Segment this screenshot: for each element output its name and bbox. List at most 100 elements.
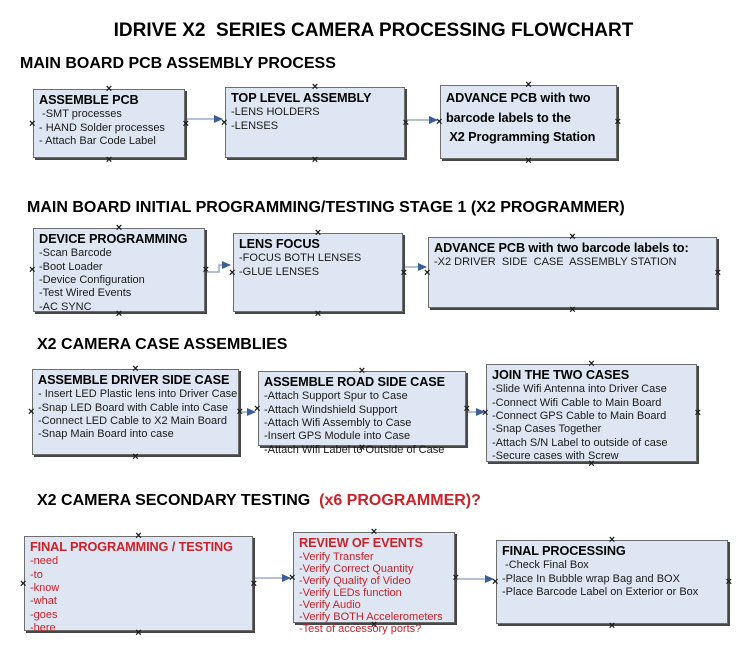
connection-handle[interactable]: × bbox=[400, 266, 407, 279]
connection-handle[interactable]: × bbox=[482, 407, 489, 419]
box-title: JOIN THE TWO CASES bbox=[492, 368, 630, 382]
connection-handle[interactable]: × bbox=[202, 264, 209, 276]
connection-handle[interactable]: × bbox=[254, 402, 261, 415]
connection-handle[interactable]: × bbox=[182, 117, 189, 130]
connection-handle[interactable]: × bbox=[229, 266, 236, 279]
connection-handle[interactable]: × bbox=[115, 222, 123, 234]
connection-handle[interactable]: × bbox=[105, 154, 113, 166]
connection-handle[interactable]: × bbox=[135, 530, 142, 542]
box-lens-focus[interactable]: LENS FOCUS -FOCUS BOTH LENSES-GLUE LENSE… bbox=[229, 228, 407, 320]
connection-handle[interactable]: × bbox=[370, 526, 378, 538]
section-heading-secondary-testing-red: (x6 PROGRAMMER)? bbox=[319, 492, 481, 509]
box-item: -SMT processes bbox=[39, 108, 122, 121]
box-items: -X2 DRIVER SIDE CASE ASSEMBLY STATION bbox=[434, 256, 711, 269]
box-item: -Insert GPS Module into Case bbox=[264, 430, 411, 443]
connection-handle[interactable]: × bbox=[132, 363, 139, 375]
connection-handle[interactable]: × bbox=[614, 116, 621, 128]
connection-handle[interactable]: × bbox=[314, 227, 322, 239]
section-heading-secondary-testing-black: X2 CAMERA SECONDARY TESTING bbox=[37, 492, 320, 509]
connection-handle[interactable]: × bbox=[289, 571, 296, 584]
box-item: -Test Wired Events bbox=[39, 287, 132, 300]
box-review-of-events[interactable]: REVIEW OF EVENTS -Verify Transfer-Verify… bbox=[289, 527, 459, 636]
box-advance-pcb-programming-station[interactable]: ADVANCE PCB with two barcode labels to t… bbox=[436, 80, 621, 167]
box-item: -Connect GPS Cable to Main Board bbox=[492, 410, 667, 423]
connection-handle[interactable]: × bbox=[569, 304, 576, 316]
section-heading-initial-programming: MAIN BOARD INITIAL PROGRAMMING/TESTING S… bbox=[27, 199, 625, 216]
box-item: -Secure cases with Screw bbox=[492, 450, 619, 463]
box-title: DEVICE PROGRAMMING bbox=[39, 232, 188, 246]
connection-handle[interactable]: × bbox=[569, 231, 576, 243]
connection-handle[interactable]: × bbox=[358, 365, 366, 377]
box-item: -goes bbox=[30, 608, 58, 621]
connection-handle[interactable]: × bbox=[608, 534, 616, 546]
box-items: -Attach Support Spur to Case-Attach Wind… bbox=[264, 390, 460, 457]
connection-handle[interactable]: × bbox=[115, 308, 123, 320]
connection-handle[interactable]: × bbox=[105, 83, 113, 95]
connection-handle[interactable]: × bbox=[311, 154, 319, 166]
connection-handle[interactable]: × bbox=[608, 620, 616, 632]
connection-handle[interactable]: × bbox=[132, 451, 139, 463]
connection-handle[interactable]: × bbox=[588, 458, 595, 470]
box-item: - Attach Bar Code Label bbox=[39, 135, 156, 148]
connection-handle[interactable]: × bbox=[370, 619, 378, 631]
box-items: -Scan Barcode-Boot Loader-Device Configu… bbox=[39, 247, 199, 314]
box-title: TOP LEVEL ASSEMBLY bbox=[231, 91, 372, 105]
connection-handle[interactable]: × bbox=[29, 264, 36, 276]
box-item: -what bbox=[30, 595, 57, 608]
flow-arrow[interactable] bbox=[207, 261, 231, 273]
box-device-programming[interactable]: DEVICE PROGRAMMING -Scan Barcode-Boot Lo… bbox=[29, 223, 209, 320]
box-assemble-pcb[interactable]: ASSEMBLE PCB -SMT processes- HAND Solder… bbox=[29, 84, 189, 166]
box-title: FINAL PROCESSING bbox=[502, 544, 626, 558]
box-join-the-two-cases[interactable]: JOIN THE TWO CASES -Slide Wifi Antenna i… bbox=[482, 359, 701, 470]
connection-handle[interactable]: × bbox=[452, 571, 459, 584]
box-assemble-road-side-case[interactable]: ASSEMBLE ROAD SIDE CASE -Attach Support … bbox=[254, 366, 470, 456]
connection-handle[interactable]: × bbox=[424, 266, 431, 279]
connection-handle[interactable]: × bbox=[250, 577, 257, 590]
connection-handle[interactable]: × bbox=[135, 627, 142, 639]
box-item: -Attach S/N Label to outside of case bbox=[492, 436, 668, 449]
connection-handle[interactable]: × bbox=[29, 117, 36, 130]
box-items: -need-to-know-what-goes-here bbox=[30, 555, 247, 635]
connection-handle[interactable]: × bbox=[463, 402, 470, 415]
connection-handle[interactable]: × bbox=[28, 406, 35, 418]
connection-handle[interactable]: × bbox=[525, 155, 532, 167]
connection-handle[interactable]: × bbox=[492, 576, 499, 588]
box-title: LENS FOCUS bbox=[239, 237, 320, 251]
connection-handle[interactable]: × bbox=[436, 116, 443, 128]
box-item: -to bbox=[30, 568, 43, 581]
box-items: -Slide Wifi Antenna into Driver Case -Con… bbox=[492, 383, 691, 463]
box-assemble-driver-side-case[interactable]: ASSEMBLE DRIVER SIDE CASE - Insert LED P… bbox=[28, 364, 243, 463]
connection-handle[interactable]: × bbox=[402, 116, 409, 129]
box-item: -Attach Wifi Assembly to Case bbox=[264, 417, 412, 430]
box-item: -Verify LEDs function bbox=[299, 587, 402, 600]
box-item: -Snap Cases Together bbox=[492, 423, 602, 436]
box-item: -need bbox=[30, 555, 59, 568]
box-top-level-assembly[interactable]: TOP LEVEL ASSEMBLY -LENS HOLDERS-LENSES … bbox=[221, 82, 409, 166]
box-item: -Slide Wifi Antenna into Driver Case bbox=[492, 383, 667, 396]
box-item: -here bbox=[30, 622, 56, 635]
box-items: -SMT processes- HAND Solder processes- A… bbox=[39, 108, 179, 148]
connection-handle[interactable]: × bbox=[694, 407, 701, 419]
box-final-programming-testing[interactable]: FINAL PROGRAMMING / TESTING -need-to-kno… bbox=[20, 531, 257, 639]
connection-handle[interactable]: × bbox=[221, 116, 228, 129]
box-items: -FOCUS BOTH LENSES-GLUE LENSES bbox=[239, 252, 397, 279]
section-heading-secondary-testing: X2 CAMERA SECONDARY TESTING (x6 PROGRAMM… bbox=[37, 492, 481, 510]
connection-handle[interactable]: × bbox=[311, 81, 319, 93]
section-heading-pcb-assembly: MAIN BOARD PCB ASSEMBLY PROCESS bbox=[20, 55, 336, 72]
box-items: - Insert LED Plastic lens into Driver Ca… bbox=[38, 388, 237, 442]
connection-handle[interactable]: × bbox=[314, 308, 322, 320]
box-item: -Boot Loader bbox=[39, 260, 103, 273]
connection-handle[interactable]: × bbox=[725, 576, 732, 588]
connection-handle[interactable]: × bbox=[358, 442, 366, 454]
box-item: -Attach Windshield Support bbox=[264, 403, 398, 416]
box-item: -Verify BOTH Accelerometers bbox=[299, 611, 443, 624]
connection-handle[interactable]: × bbox=[588, 358, 595, 370]
connection-handle[interactable]: × bbox=[20, 577, 27, 590]
connection-handle[interactable]: × bbox=[525, 79, 532, 91]
box-final-processing[interactable]: FINAL PROCESSING -Check Final Box-Place … bbox=[492, 535, 732, 632]
box-advance-pcb-case-assembly-station[interactable]: ADVANCE PCB with two barcode labels to: … bbox=[424, 232, 721, 316]
box-title: FINAL PROGRAMMING / TESTING bbox=[30, 540, 233, 554]
box-item: -Attach Support Spur to Case bbox=[264, 390, 408, 403]
connection-handle[interactable]: × bbox=[714, 266, 721, 279]
connection-handle[interactable]: × bbox=[236, 406, 243, 418]
